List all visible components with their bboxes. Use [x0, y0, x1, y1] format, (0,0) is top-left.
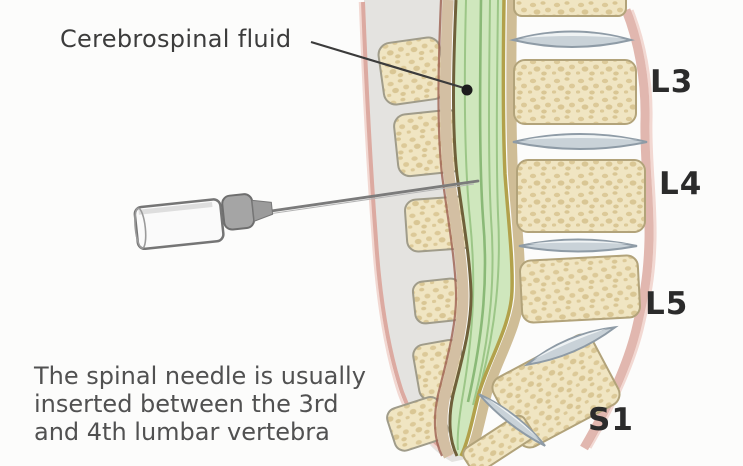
needle-shaft — [269, 179, 480, 213]
disc-l3-l4 — [512, 133, 648, 150]
disc-s1-s2 — [478, 393, 546, 447]
vertebra-l3-body — [513, 59, 637, 125]
barrel-shine — [138, 202, 213, 215]
anterior-pink-band — [580, 8, 654, 451]
caption-line-1: The spinal needle is usually — [34, 362, 366, 390]
spinal-membranes — [433, 0, 469, 459]
membrane-red-line — [433, 0, 458, 457]
cauda-equina-strands — [456, 0, 500, 451]
spinous-process-1 — [377, 36, 447, 106]
vertebra-s2-partial — [462, 414, 534, 466]
vertebra-label-l3: L3 — [650, 64, 694, 100]
vertebra-label-s1: S1 — [588, 402, 634, 438]
anterior-band-light — [588, 9, 657, 449]
membrane-tan-band — [436, 0, 469, 459]
needle-shaft-highlight — [271, 183, 475, 214]
csf-leader-line — [310, 40, 465, 90]
intervertebral-discs — [478, 30, 648, 447]
vertebra-l2-partial — [513, 0, 627, 17]
dura-line — [448, 0, 473, 457]
caption-text: The spinal needle is usually inserted be… — [34, 362, 366, 446]
needle-hub-tip — [251, 199, 274, 222]
vertebra-label-l5: L5 — [645, 286, 689, 322]
needle-hub-collar — [221, 193, 256, 231]
vertebra-label-l4: L4 — [659, 166, 703, 202]
spinal-needle — [133, 179, 480, 251]
caption-line-2: inserted between the 3rd — [34, 390, 339, 418]
caption-line-3: and 4th lumbar vertebra — [34, 418, 330, 446]
vertebra-l4-body — [516, 159, 646, 233]
csf-label: Cerebrospinal fluid — [60, 25, 292, 53]
disc-l2-l3 — [509, 30, 635, 48]
barrel-opening — [134, 207, 147, 249]
csf-pointer-dot — [461, 84, 473, 96]
needle-hub — [133, 193, 274, 251]
vertebral-bodies — [462, 0, 646, 466]
disc-l4-l5 — [518, 238, 638, 253]
vertebra-l5-body — [519, 254, 641, 324]
ligament-yellow-line — [459, 0, 514, 457]
disc-l5-s1 — [523, 325, 619, 367]
